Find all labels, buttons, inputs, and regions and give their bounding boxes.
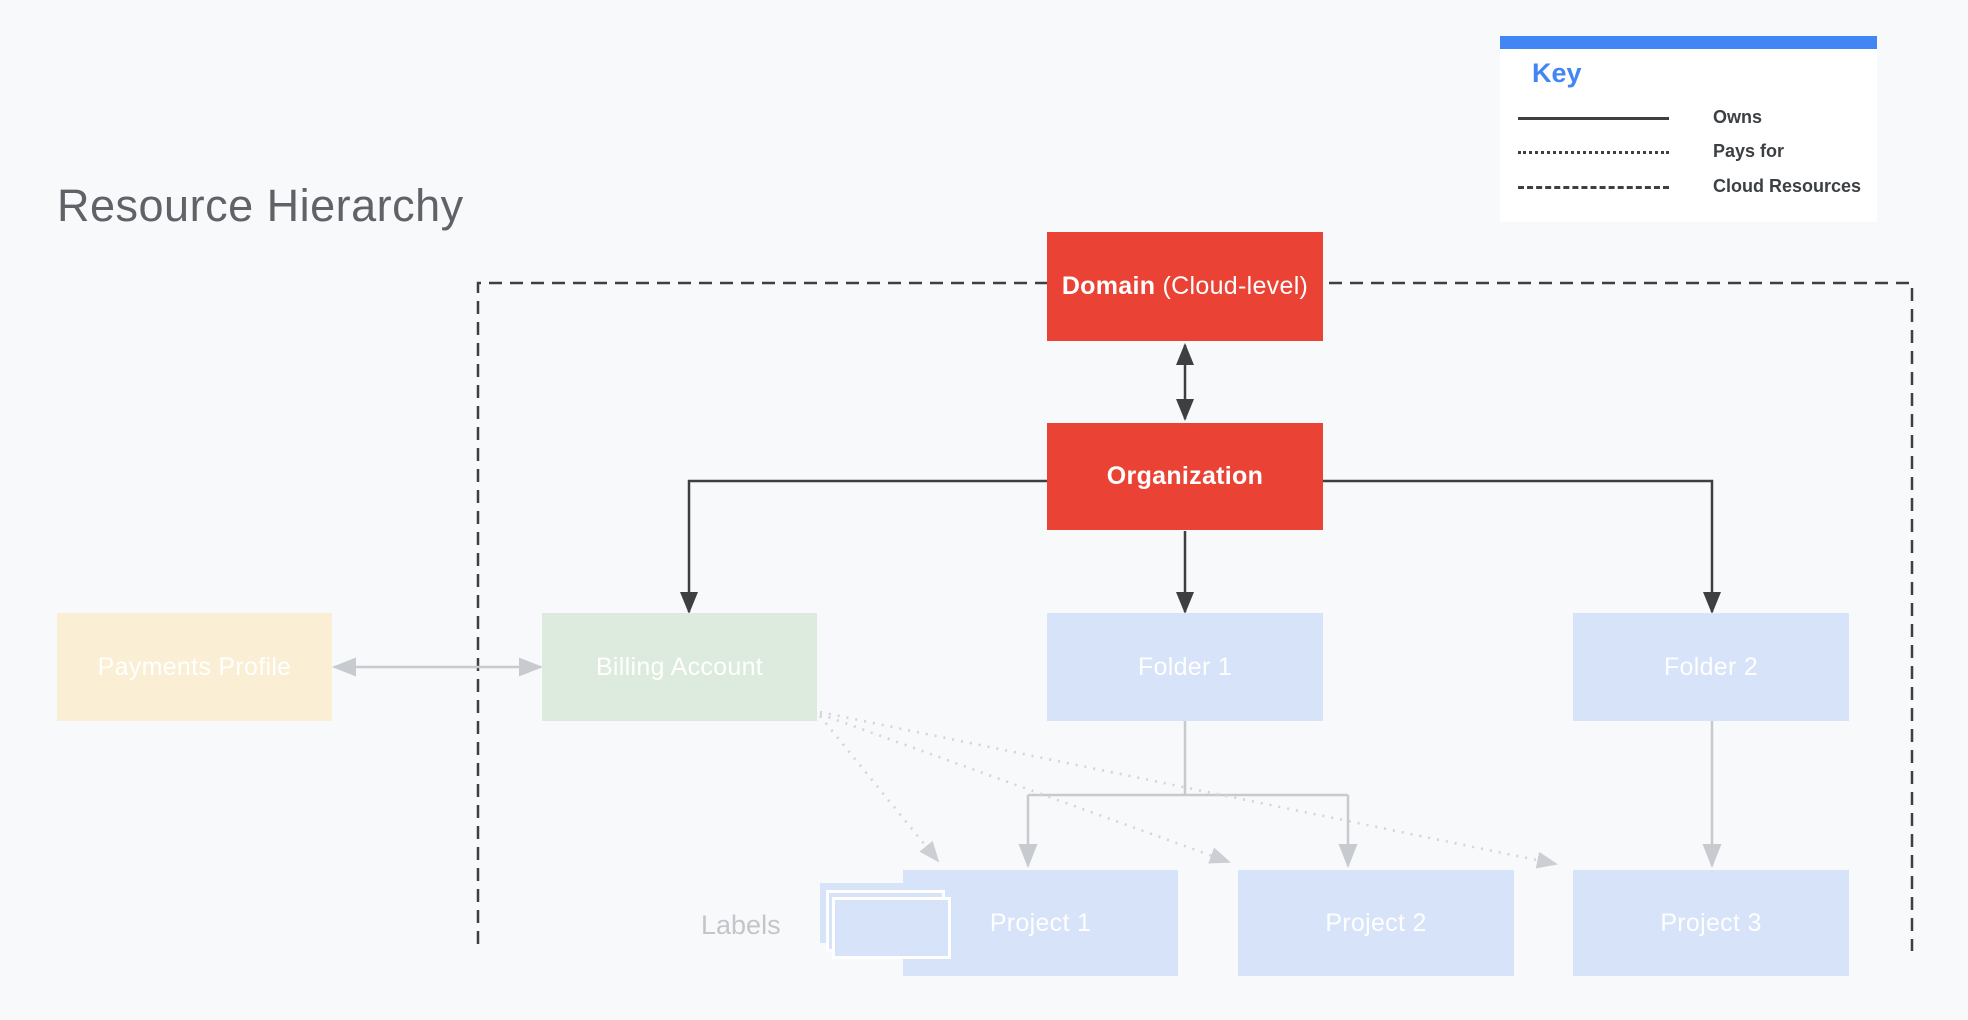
node-project-1-label: Project 1 (989, 908, 1092, 937)
legend-label-owns: Owns (1713, 107, 1763, 127)
labels-caption: Labels (701, 910, 781, 940)
legend-label-cloud-resources: Cloud Resources (1713, 176, 1862, 196)
pays-for-arrow-billing-project2 (819, 712, 1231, 864)
node-organization: Organization (1047, 423, 1323, 530)
owns-arrow-organization-billing (680, 479, 1047, 614)
node-project-2: Project 2 (1238, 870, 1514, 976)
node-folder-1: Folder 1 (1047, 613, 1323, 721)
legend-key-panel: Key Owns Pays for Cloud Resources (1500, 36, 1877, 222)
node-folder-2-label: Folder 2 (1663, 652, 1759, 681)
node-billing-account: Billing Account (542, 613, 817, 721)
node-billing-account-label: Billing Account (595, 652, 764, 681)
node-project-2-label: Project 2 (1325, 908, 1427, 937)
legend-dashed-line-sample (1518, 186, 1669, 189)
node-payments-profile: Payments Profile (57, 613, 332, 721)
node-organization-label: Organization (1106, 462, 1264, 490)
legend-dotted-line-sample (1518, 151, 1669, 154)
node-payments-profile-label: Payments Profile (97, 652, 292, 681)
owns-arrow-organization-folder2 (1323, 479, 1721, 614)
node-domain: Domain (Cloud-level) (1047, 232, 1323, 341)
legend-accent-bar (1500, 36, 1877, 49)
node-folder-1-label: Folder 1 (1137, 652, 1233, 681)
pays-for-arrow-billing-project1 (818, 715, 940, 863)
folder1-projects-tree-line (1028, 721, 1348, 797)
node-project-3: Project 3 (1573, 870, 1849, 976)
page-title: Resource Hierarchy (57, 180, 464, 231)
node-project-3-label: Project 3 (1660, 908, 1762, 937)
labels-stack-card-front (832, 897, 951, 959)
legend-solid-line-sample (1518, 117, 1669, 120)
node-domain-label-rest: (Cloud-level) (1155, 272, 1309, 300)
pays-for-arrow-billing-project3 (819, 710, 1558, 869)
legend-label-pays-for: Pays for (1713, 141, 1785, 161)
labels-stack-icon (820, 883, 955, 963)
legend-title: Key (1532, 58, 1582, 88)
node-domain-label-bold: Domain (1061, 272, 1156, 300)
node-folder-2: Folder 2 (1573, 613, 1849, 721)
